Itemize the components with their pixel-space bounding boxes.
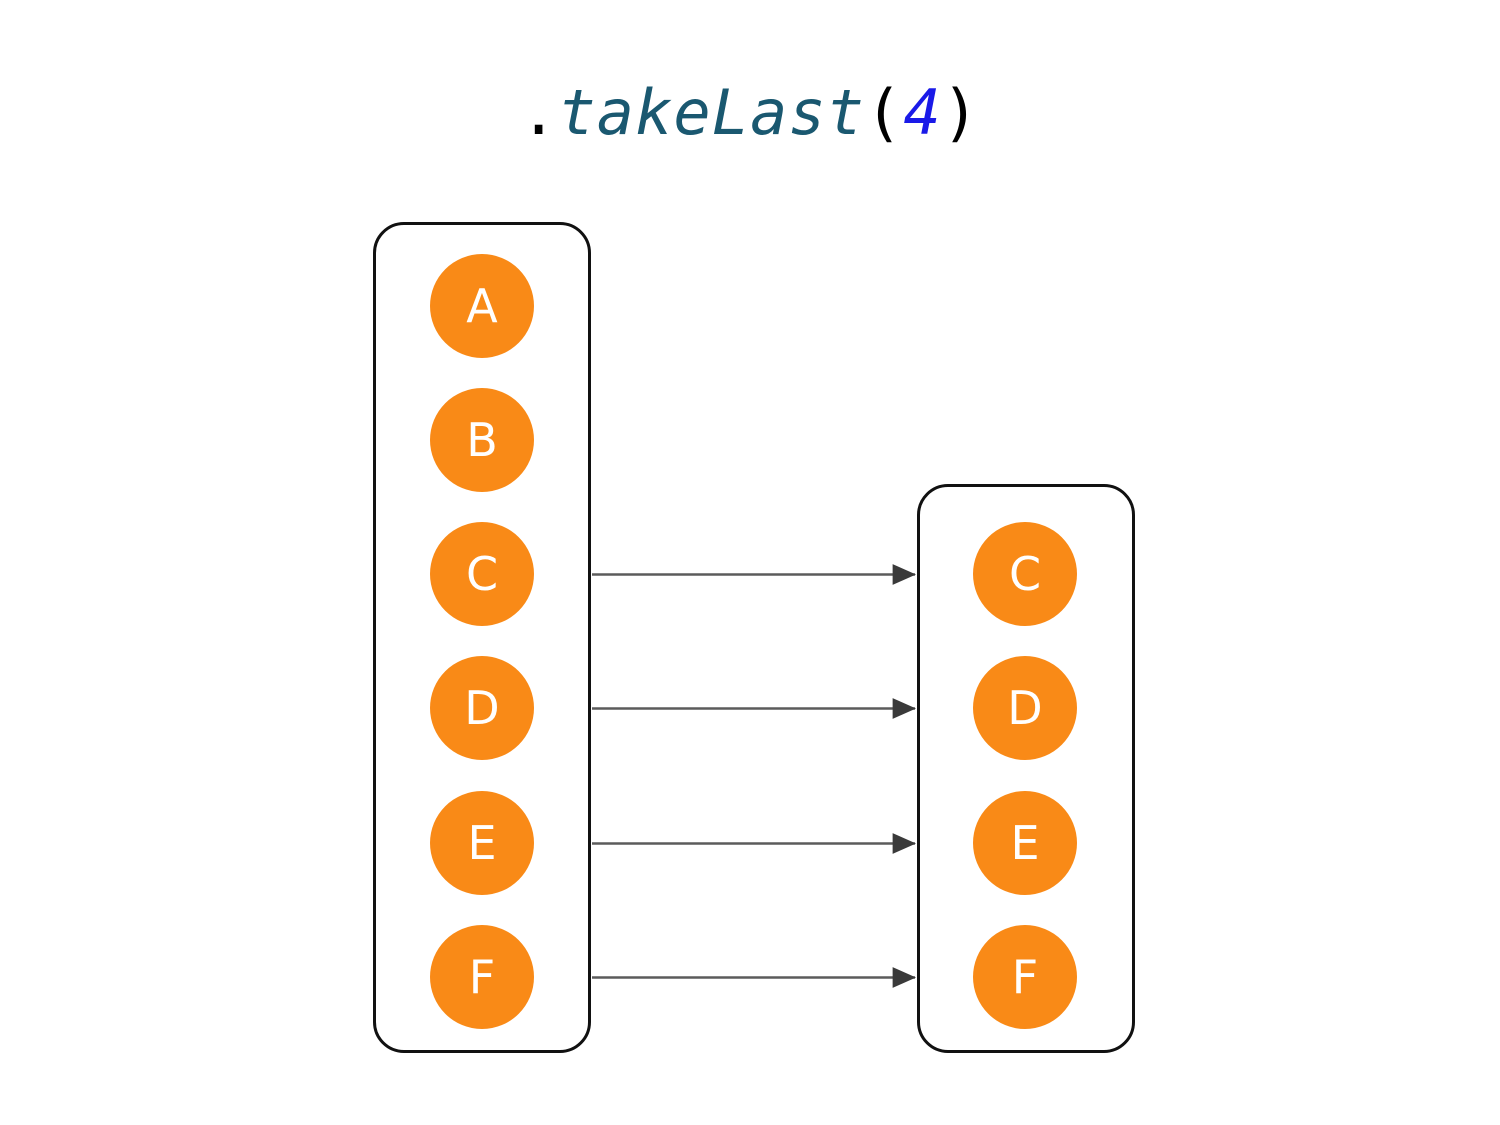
- result-marble-d[interactable]: D: [973, 656, 1077, 760]
- title-method-name: takeLast: [558, 76, 865, 149]
- title-dot: .: [520, 76, 559, 149]
- result-marble-e[interactable]: E: [973, 791, 1077, 895]
- title-paren-close: ): [941, 76, 980, 149]
- source-marble-c[interactable]: C: [430, 522, 534, 626]
- title-paren-open: (: [864, 76, 904, 149]
- source-marble-f[interactable]: F: [430, 925, 534, 1029]
- source-stream-container: [373, 222, 591, 1053]
- title-argument: 4: [903, 76, 942, 149]
- result-marble-c[interactable]: C: [973, 522, 1077, 626]
- source-marble-b[interactable]: B: [430, 388, 534, 492]
- result-marble-f[interactable]: F: [973, 925, 1077, 1029]
- operator-title: .takeLast(4): [0, 82, 1500, 144]
- source-marble-a[interactable]: A: [430, 254, 534, 358]
- source-marble-e[interactable]: E: [430, 791, 534, 895]
- source-marble-d[interactable]: D: [430, 656, 534, 760]
